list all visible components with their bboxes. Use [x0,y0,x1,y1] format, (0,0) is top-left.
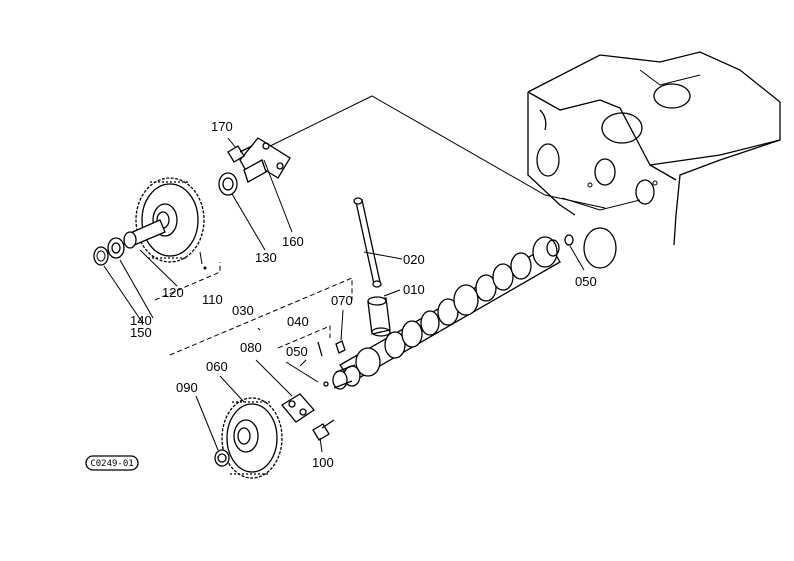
label-110: 110 [202,292,223,307]
label-160: 160 [282,234,304,249]
cam-gear-assembly [214,340,346,479]
label-010: 010 [403,282,425,297]
label-170: 170 [211,119,233,134]
label-030: 030 [232,303,254,318]
label-100: 100 [312,455,334,470]
label-140: 140 [130,313,152,328]
label-090: 090 [176,380,198,395]
leader-050-to-block [561,197,641,211]
label-040: 040 [287,314,309,329]
leader-lines [103,137,585,453]
group-brackets [154,262,353,356]
label-070: 070 [331,293,353,308]
label-050-front: 050 [286,344,308,359]
label-150: 150 [130,325,152,340]
push-rod-tappet [353,197,391,337]
label-020: 020 [403,252,425,267]
leader-160-to-block [261,95,606,209]
label-120: 120 [162,285,184,300]
camshaft [332,234,574,390]
label-130: 130 [255,250,277,265]
part-labels: 170 160 130 110 120 140 150 020 010 050 … [130,119,597,470]
drawing-code-badge: C0249-01 [85,455,139,471]
label-080: 080 [240,340,262,355]
engine-block [527,51,781,269]
idle-gear-assembly [93,137,291,270]
drawing-code: C0249-01 [90,459,133,469]
label-050-rear: 050 [575,274,597,289]
label-060: 060 [206,359,228,374]
